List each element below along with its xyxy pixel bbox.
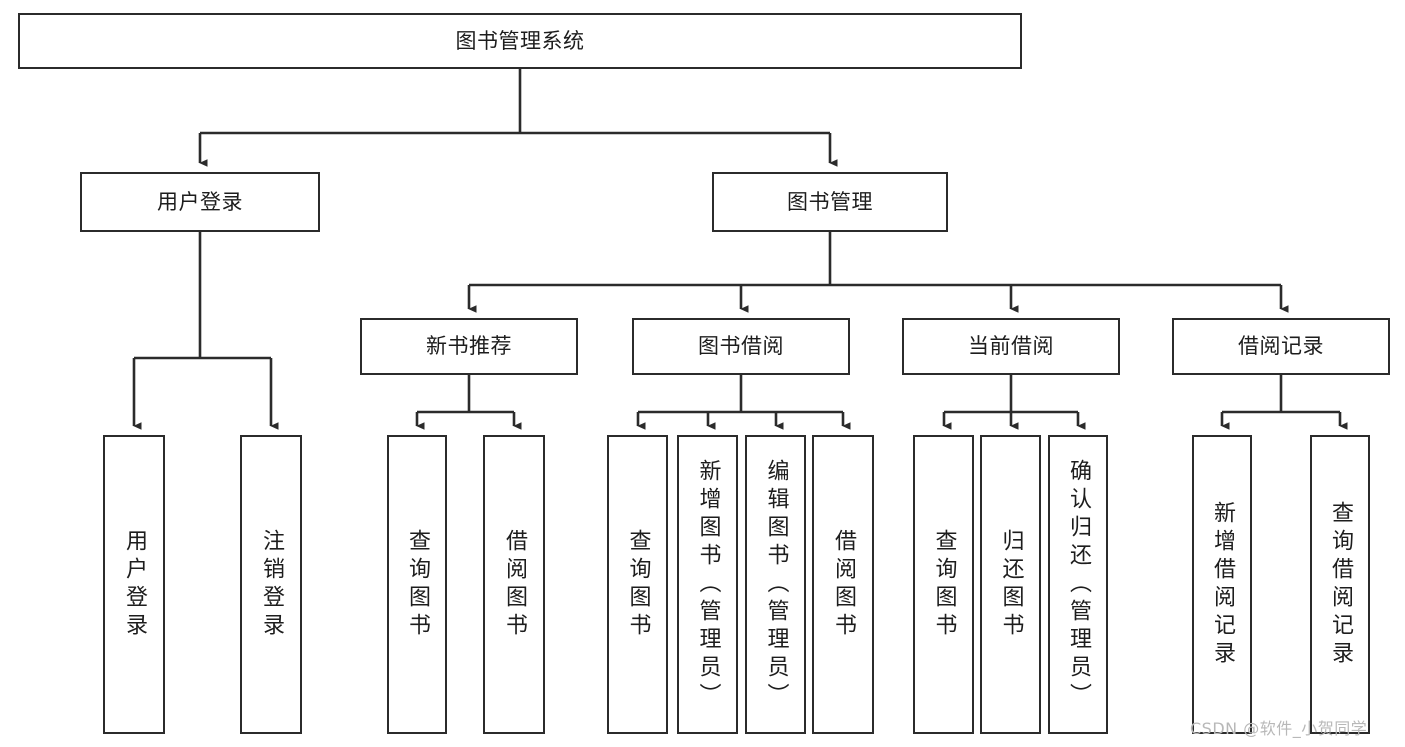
node-label: 借阅图书 bbox=[831, 528, 856, 641]
node-label: 借阅记录 bbox=[1238, 334, 1324, 358]
node-user-login[interactable]: 用户登录 bbox=[80, 172, 320, 232]
node-label: 新书推荐 bbox=[426, 334, 512, 358]
node-leaf-borrow-book-1[interactable]: 借阅图书 bbox=[483, 435, 545, 734]
node-book-borrow[interactable]: 图书借阅 bbox=[632, 318, 850, 375]
node-leaf-query-book-2[interactable]: 查询图书 bbox=[607, 435, 668, 734]
node-label: 编辑图书（管理员） bbox=[763, 458, 789, 711]
node-leaf-borrow-book-2[interactable]: 借阅图书 bbox=[812, 435, 874, 734]
node-label: 当前借阅 bbox=[968, 334, 1054, 358]
node-label: 查询借阅记录 bbox=[1328, 500, 1353, 669]
csdn-watermark: CSDN @软件_小贺同学 bbox=[1190, 719, 1368, 738]
node-leaf-confirm-return[interactable]: 确认归还（管理员） bbox=[1048, 435, 1108, 734]
node-leaf-logout[interactable]: 注销登录 bbox=[240, 435, 302, 734]
node-leaf-edit-book[interactable]: 编辑图书（管理员） bbox=[745, 435, 806, 734]
node-label: 注销登录 bbox=[259, 528, 284, 641]
node-label: 借阅图书 bbox=[502, 528, 527, 641]
node-root[interactable]: 图书管理系统 bbox=[18, 13, 1022, 69]
node-borrow-record[interactable]: 借阅记录 bbox=[1172, 318, 1390, 375]
node-leaf-add-record[interactable]: 新增借阅记录 bbox=[1192, 435, 1252, 734]
node-leaf-query-book-3[interactable]: 查询图书 bbox=[913, 435, 974, 734]
node-current-borrow[interactable]: 当前借阅 bbox=[902, 318, 1120, 375]
node-leaf-add-book[interactable]: 新增图书（管理员） bbox=[677, 435, 738, 734]
node-label: 查询图书 bbox=[405, 528, 430, 641]
node-leaf-user-login[interactable]: 用户登录 bbox=[103, 435, 165, 734]
node-label: 图书借阅 bbox=[698, 334, 784, 358]
node-leaf-query-book-1[interactable]: 查询图书 bbox=[387, 435, 447, 734]
node-label: 新增图书（管理员） bbox=[695, 458, 721, 711]
node-leaf-return-book[interactable]: 归还图书 bbox=[980, 435, 1041, 734]
node-label: 用户登录 bbox=[157, 189, 243, 214]
node-label: 用户登录 bbox=[122, 528, 147, 641]
node-label: 图书管理 bbox=[787, 189, 873, 214]
node-label: 新增借阅记录 bbox=[1210, 500, 1235, 669]
node-label: 查询图书 bbox=[931, 528, 957, 641]
node-label: 图书管理系统 bbox=[455, 28, 585, 53]
node-label: 归还图书 bbox=[998, 528, 1024, 641]
node-label: 确认归还（管理员） bbox=[1066, 458, 1091, 711]
node-new-book-rec[interactable]: 新书推荐 bbox=[360, 318, 578, 375]
node-label: 查询图书 bbox=[625, 528, 651, 641]
node-leaf-query-record[interactable]: 查询借阅记录 bbox=[1310, 435, 1370, 734]
node-book-manage[interactable]: 图书管理 bbox=[712, 172, 948, 232]
